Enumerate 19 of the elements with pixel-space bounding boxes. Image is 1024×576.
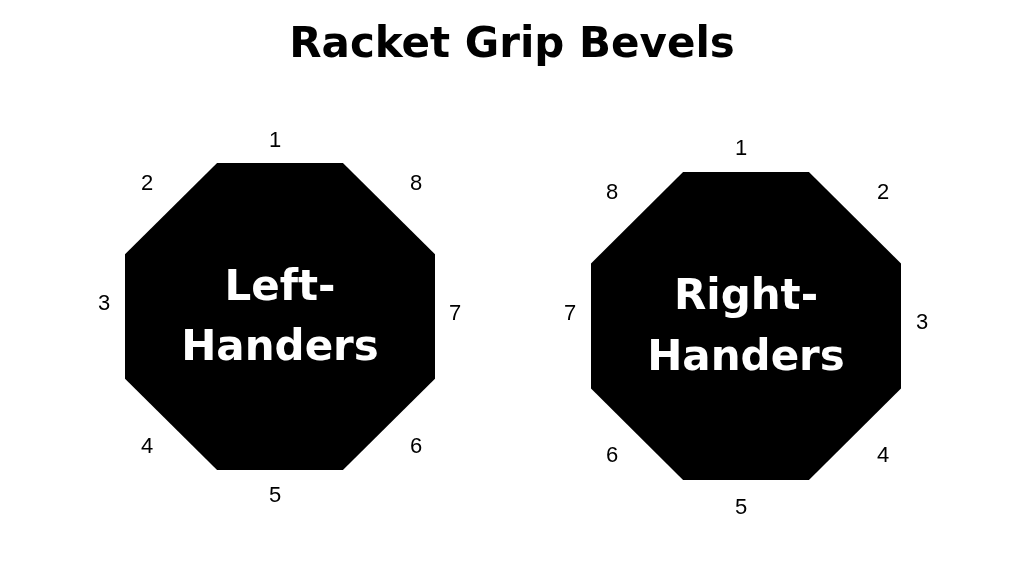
- bevel-number: 3: [97, 290, 111, 316]
- bevel-number: 6: [409, 433, 423, 459]
- bevel-number: 7: [563, 300, 577, 326]
- bevel-number: 2: [140, 170, 154, 196]
- title: Racket Grip Bevels: [289, 18, 735, 67]
- octagon-label: Right-Handers: [646, 269, 846, 382]
- octagon-label: Left-Handers: [180, 259, 380, 373]
- bevel-number: 6: [605, 442, 619, 468]
- bevel-number: 4: [140, 433, 154, 459]
- bevel-number: 1: [734, 135, 748, 161]
- bevel-number: 5: [268, 482, 282, 508]
- bevel-number: 8: [605, 179, 619, 205]
- bevel-number: 3: [915, 309, 929, 335]
- bevel-number: 7: [448, 300, 462, 326]
- bevel-number: 8: [409, 170, 423, 196]
- bevel-number: 1: [268, 127, 282, 153]
- bevel-number: 4: [876, 442, 890, 468]
- bevel-number: 5: [734, 494, 748, 520]
- bevel-number: 2: [876, 179, 890, 205]
